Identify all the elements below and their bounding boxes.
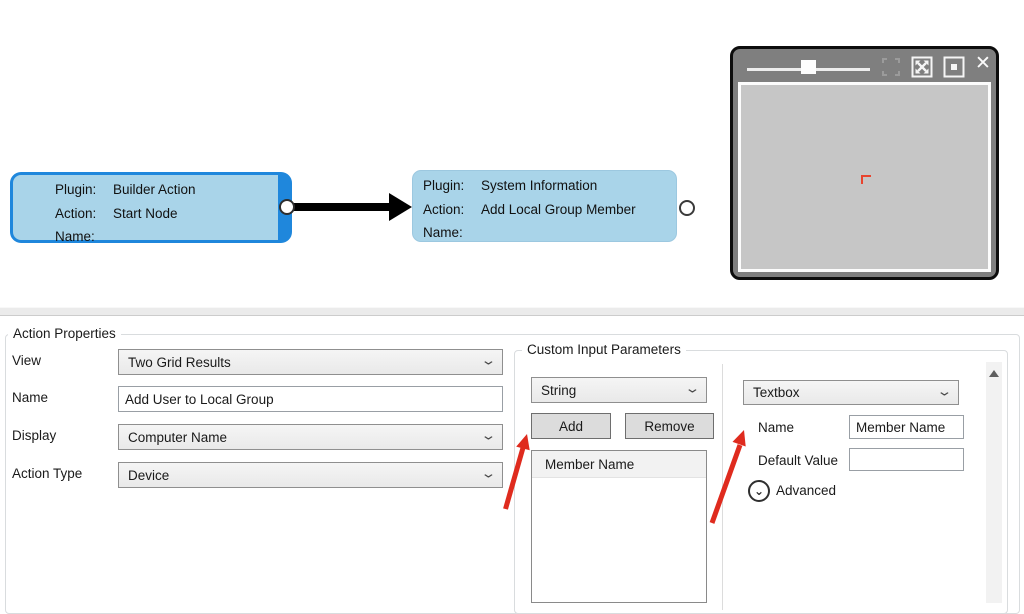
action-type-dropdown-value: Device (128, 467, 170, 483)
action-value: Start Node (113, 205, 178, 221)
node-action-line: Action: Start Node (55, 202, 278, 226)
name-label: Name: (423, 225, 463, 240)
default-value-input[interactable] (849, 448, 964, 471)
vertical-scrollbar[interactable] (986, 362, 1002, 603)
plugin-value: Builder Action (113, 182, 196, 197)
view-dropdown-value: Two Grid Results (128, 354, 231, 370)
advanced-expander-icon[interactable]: ⌄ (748, 480, 770, 502)
action-type-label: Action Type (12, 466, 83, 481)
node-action-line: Action: Add Local Group Member (423, 198, 676, 222)
scroll-up-icon[interactable] (989, 370, 999, 377)
minimap-viewport[interactable] (738, 82, 991, 272)
default-value-label: Default Value (758, 453, 839, 468)
fit-to-screen-icon[interactable] (911, 56, 933, 78)
selection-corners-icon[interactable] (880, 56, 902, 78)
control-type-dropdown[interactable]: Textbox ⌄ (743, 380, 959, 405)
node-plugin-line: Plugin: System Information (423, 174, 676, 198)
view-label: View (12, 353, 42, 368)
action-type-dropdown[interactable]: Device ⌄ (118, 462, 503, 488)
list-item[interactable]: Member Name (532, 451, 706, 478)
chevron-down-icon: ⌄ (480, 465, 497, 481)
output-connector[interactable] (279, 199, 295, 215)
chevron-down-icon: ⌄ (936, 383, 953, 399)
group-divider (722, 364, 723, 610)
action-label: Action: (55, 205, 97, 221)
output-connector[interactable] (679, 200, 695, 216)
overview-minimap-window[interactable]: ✕ (730, 46, 999, 280)
node-name-line: Name: (423, 221, 676, 245)
action-value: Add Local Group Member (481, 201, 636, 217)
parameter-type-dropdown[interactable]: String ⌄ (531, 377, 707, 403)
name-label: Name (12, 390, 49, 405)
node-name-line: Name: (55, 225, 278, 249)
viewport-corner-marker (861, 175, 871, 184)
remove-button[interactable]: Remove (625, 413, 714, 439)
connection-arrow-shaft[interactable] (292, 203, 391, 211)
actual-size-icon[interactable] (943, 56, 965, 78)
display-dropdown[interactable]: Computer Name ⌄ (118, 424, 503, 450)
name-input[interactable] (118, 386, 503, 412)
name-label: Name: (55, 229, 95, 244)
connection-arrow-head (389, 193, 412, 221)
close-icon[interactable]: ✕ (975, 53, 991, 74)
plugin-label: Plugin: (423, 178, 465, 193)
zoom-slider-thumb[interactable] (801, 60, 816, 74)
display-dropdown-value: Computer Name (128, 429, 228, 445)
node-start[interactable]: Plugin:Builder Action Action:Start Node … (10, 172, 292, 244)
parameter-type-value: String (541, 382, 577, 398)
parameter-name-label: Name (758, 420, 795, 435)
plugin-value: System Information (481, 178, 598, 193)
panel-splitter[interactable] (0, 307, 1024, 316)
action-properties-title: Action Properties (8, 326, 121, 341)
plugin-label: Plugin: (55, 182, 97, 197)
parameter-name-input[interactable] (849, 415, 964, 439)
view-dropdown[interactable]: Two Grid Results ⌄ (118, 349, 503, 375)
node-add-local-group-member[interactable]: Plugin: System Information Action: Add Loc… (412, 170, 677, 242)
chevron-down-icon: ⌄ (684, 380, 701, 396)
action-label: Action: (423, 201, 465, 217)
advanced-label[interactable]: Advanced (776, 483, 837, 498)
node-plugin-line: Plugin: Builder Action (55, 178, 278, 202)
control-type-value: Textbox (753, 385, 800, 400)
chevron-down-icon: ⌄ (480, 352, 497, 368)
custom-input-parameters-title: Custom Input Parameters (522, 342, 686, 357)
add-button[interactable]: Add (531, 413, 611, 439)
parameter-listbox[interactable]: Member Name (531, 450, 707, 603)
chevron-down-icon: ⌄ (480, 427, 497, 443)
workflow-canvas[interactable]: Plugin:Builder Action Action:Start Node … (0, 0, 1024, 307)
display-label: Display (12, 428, 57, 443)
